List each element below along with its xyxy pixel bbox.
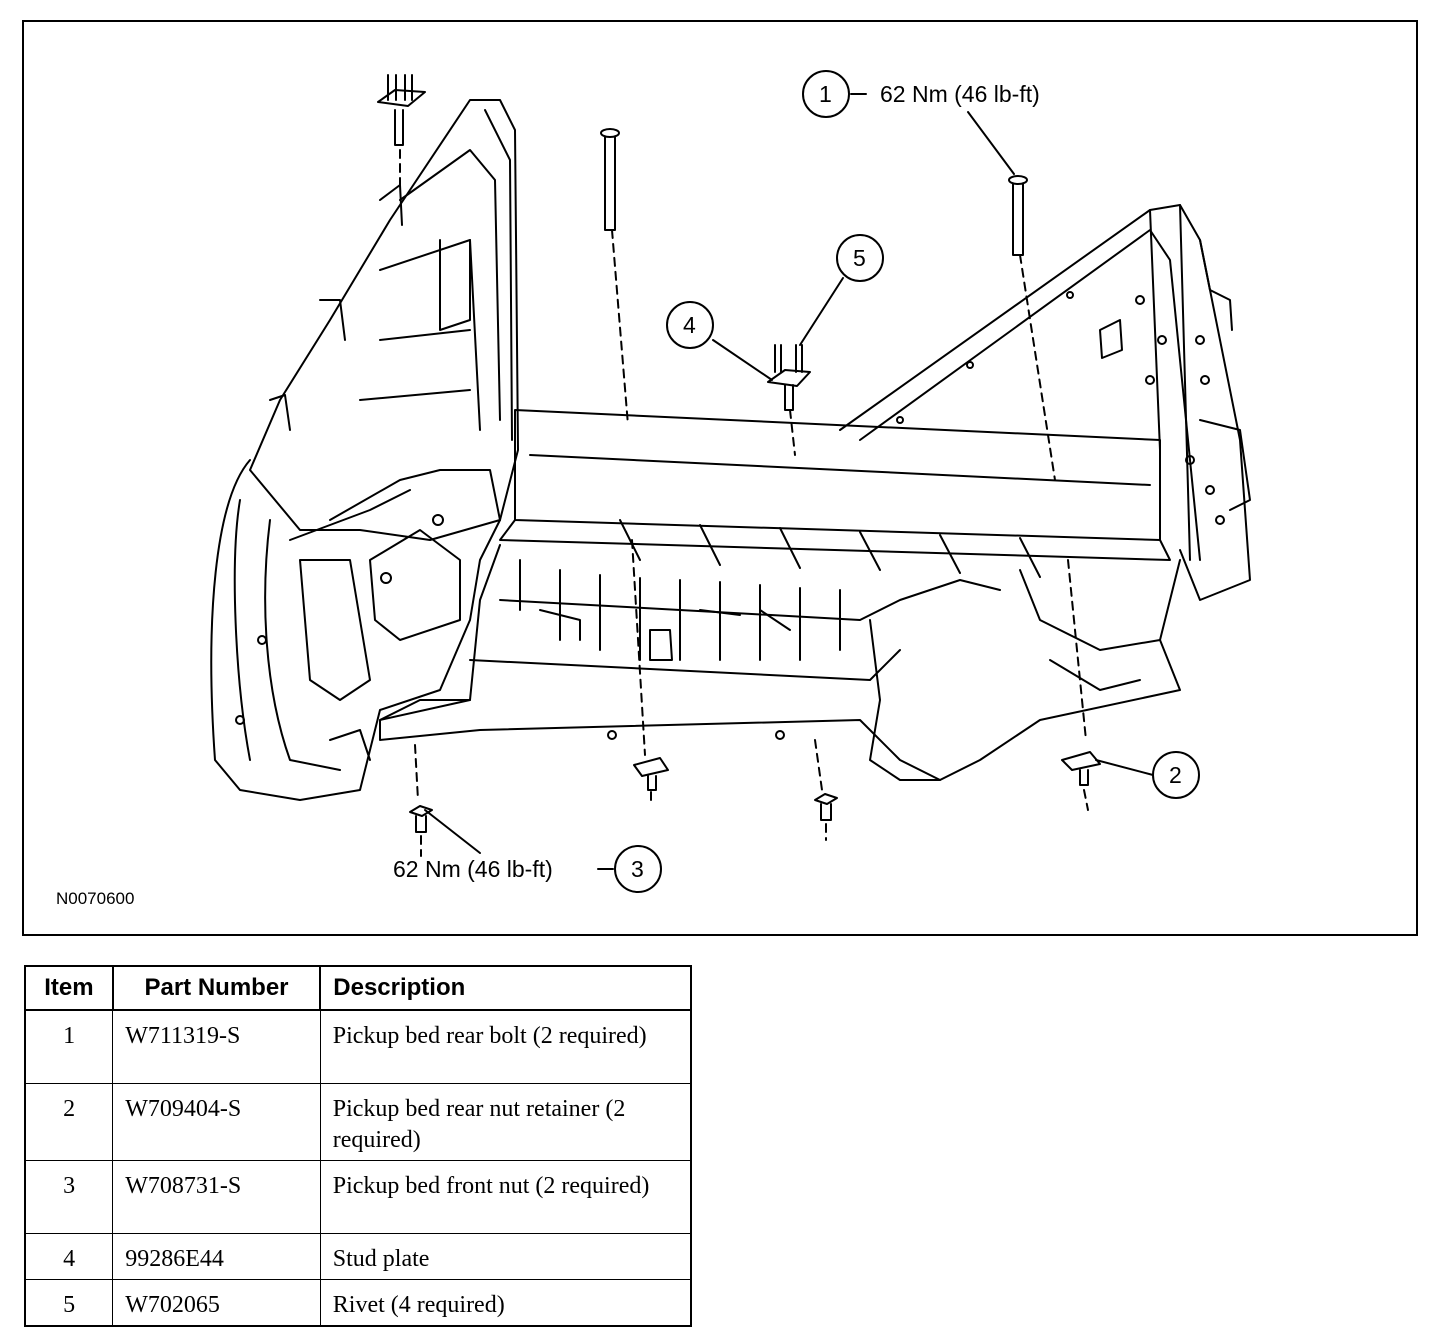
callout-1-torque-label: 62 Nm (46 lb-ft)	[880, 81, 1040, 107]
row-item: 4	[24, 1232, 114, 1280]
row-description: Stud plate	[319, 1232, 692, 1280]
header-description: Description	[319, 965, 692, 1011]
header-item: Item	[24, 965, 114, 1011]
table-row: 3 W708731-S Pickup bed front nut (2 requ…	[24, 1159, 692, 1234]
parts-table: Item Part Number Description 1 W711319-S…	[24, 965, 692, 1327]
front-nut	[409, 739, 838, 857]
callout-3-number: 3	[631, 856, 644, 882]
row-part-number: W711319-S	[112, 1009, 321, 1084]
row-description: Pickup bed rear nut retainer (2 required…	[319, 1082, 692, 1161]
row-description: Pickup bed rear bolt (2 required)	[319, 1009, 692, 1084]
pickup-bed-exploded-view	[210, 70, 1251, 893]
rear-nut-retainer	[631, 539, 1101, 811]
front-bolt	[600, 128, 629, 426]
row-item: 1	[24, 1009, 114, 1084]
callout-3-torque-label: 62 Nm (46 lb-ft)	[393, 856, 553, 882]
callout-5-number: 5	[853, 245, 866, 271]
bed-side-wall	[249, 99, 519, 541]
bed-underbody	[379, 544, 1181, 781]
parts-table-header: Item Part Number Description	[24, 965, 692, 1011]
bed-rear-rails	[839, 204, 1251, 601]
diagram-frame	[22, 20, 1418, 936]
row-description: Pickup bed front nut (2 required)	[319, 1159, 692, 1234]
wheel-well	[210, 459, 501, 801]
table-row: 5 W702065 Rivet (4 required)	[24, 1278, 692, 1326]
side-stud-plate	[377, 74, 426, 186]
figure-code: N0070600	[56, 889, 135, 908]
table-row: 4 99286E44 Stud plate	[24, 1232, 692, 1280]
front-bulkhead	[289, 469, 501, 641]
row-part-number: W709404-S	[112, 1082, 321, 1161]
row-part-number: W708731-S	[112, 1159, 321, 1234]
callout-2-number: 2	[1169, 762, 1182, 788]
row-item: 2	[24, 1082, 114, 1161]
row-part-number: W702065	[112, 1278, 321, 1326]
callout-1	[802, 70, 1015, 175]
callout-2	[1095, 751, 1200, 799]
callout-1-number: 1	[819, 81, 832, 107]
rear-bolt-1	[1008, 175, 1056, 481]
callout-4-number: 4	[683, 312, 696, 338]
bed-floor-beam	[499, 409, 1171, 578]
row-description: Rivet (4 required)	[319, 1278, 692, 1326]
header-part-number: Part Number	[111, 965, 322, 1011]
callout-3	[424, 809, 662, 893]
callout-4	[666, 301, 773, 381]
row-item: 5	[24, 1278, 114, 1326]
table-row: 2 W709404-S Pickup bed rear nut retainer…	[24, 1082, 692, 1161]
row-item: 3	[24, 1159, 114, 1234]
stud-plate	[767, 344, 811, 456]
table-row: 1 W711319-S Pickup bed rear bolt (2 requ…	[24, 1009, 692, 1084]
row-part-number: 99286E44	[112, 1232, 321, 1280]
callout-5	[799, 234, 884, 346]
